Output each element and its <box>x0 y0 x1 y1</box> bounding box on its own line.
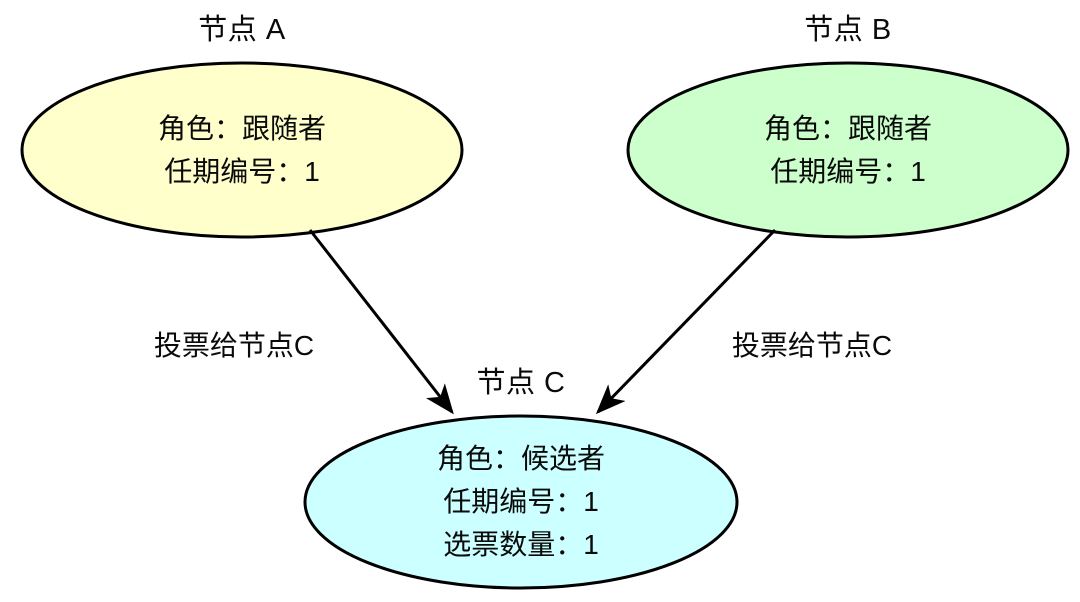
node-a-body: 角色：跟随者 任期编号：1 <box>42 107 442 193</box>
node-a-ellipse[interactable] <box>20 61 464 239</box>
node-b-ellipse[interactable] <box>626 61 1070 239</box>
node-c-ellipse[interactable] <box>303 414 739 590</box>
edge-label-b-to-c: 投票给节点C <box>731 330 893 361</box>
node-a-line-term: 任期编号：1 <box>164 156 320 187</box>
node-b-title: 节点 B <box>804 14 892 46</box>
node-b-line-term: 任期编号：1 <box>770 156 926 187</box>
node-b-line-role: 角色：跟随者 <box>763 113 932 144</box>
node-c-title: 节点 C <box>476 367 566 399</box>
node-a-line-role: 角色：跟随者 <box>157 113 326 144</box>
node-c-line-role: 角色：候选者 <box>436 443 605 474</box>
edge-a-to-c <box>308 229 454 415</box>
edge-b-to-c <box>595 228 777 415</box>
node-c-line-votes: 选票数量：1 <box>443 529 599 560</box>
edge-label-a-to-c: 投票给节点C <box>153 330 315 361</box>
node-a-title: 节点 A <box>198 14 286 46</box>
node-c-line-term: 任期编号：1 <box>443 486 599 517</box>
node-b-body: 角色：跟随者 任期编号：1 <box>648 107 1048 193</box>
node-c-body: 角色：候选者 任期编号：1 选票数量：1 <box>321 437 721 566</box>
